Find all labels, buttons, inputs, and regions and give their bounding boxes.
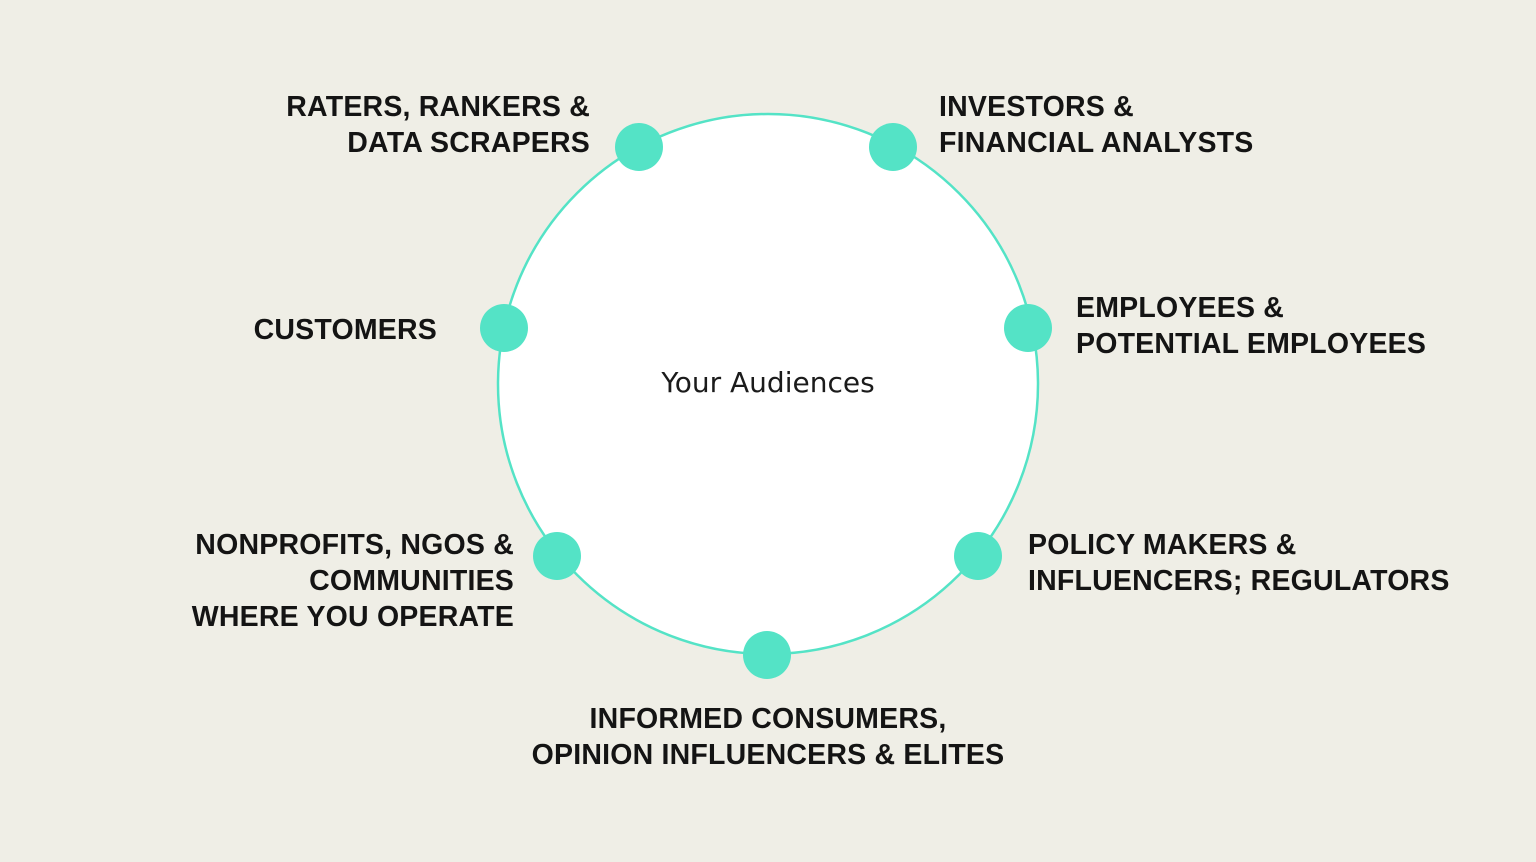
node-raters — [615, 123, 663, 171]
label-consumers: INFORMED CONSUMERS, OPINION INFLUENCERS … — [531, 703, 1005, 771]
label-raters: RATERS, RANKERS & DATA SCRAPERS — [286, 91, 590, 159]
center-label: Your Audiences — [661, 366, 875, 399]
label-employees: EMPLOYEES & POTENTIAL EMPLOYEES — [1076, 292, 1427, 360]
node-customers — [480, 304, 528, 352]
node-investors — [869, 123, 917, 171]
node-employees — [1004, 304, 1052, 352]
node-nonprofits — [533, 532, 581, 580]
label-policy: POLICY MAKERS & INFLUENCERS; REGULATORS — [1028, 529, 1450, 597]
node-policy — [954, 532, 1002, 580]
label-investors: INVESTORS & FINANCIAL ANALYSTS — [939, 91, 1254, 159]
node-consumers — [743, 631, 791, 679]
label-nonprofits: NONPROFITS, NGOS & COMMUNITIES WHERE YOU… — [191, 529, 514, 633]
label-customers: CUSTOMERS — [253, 314, 437, 346]
